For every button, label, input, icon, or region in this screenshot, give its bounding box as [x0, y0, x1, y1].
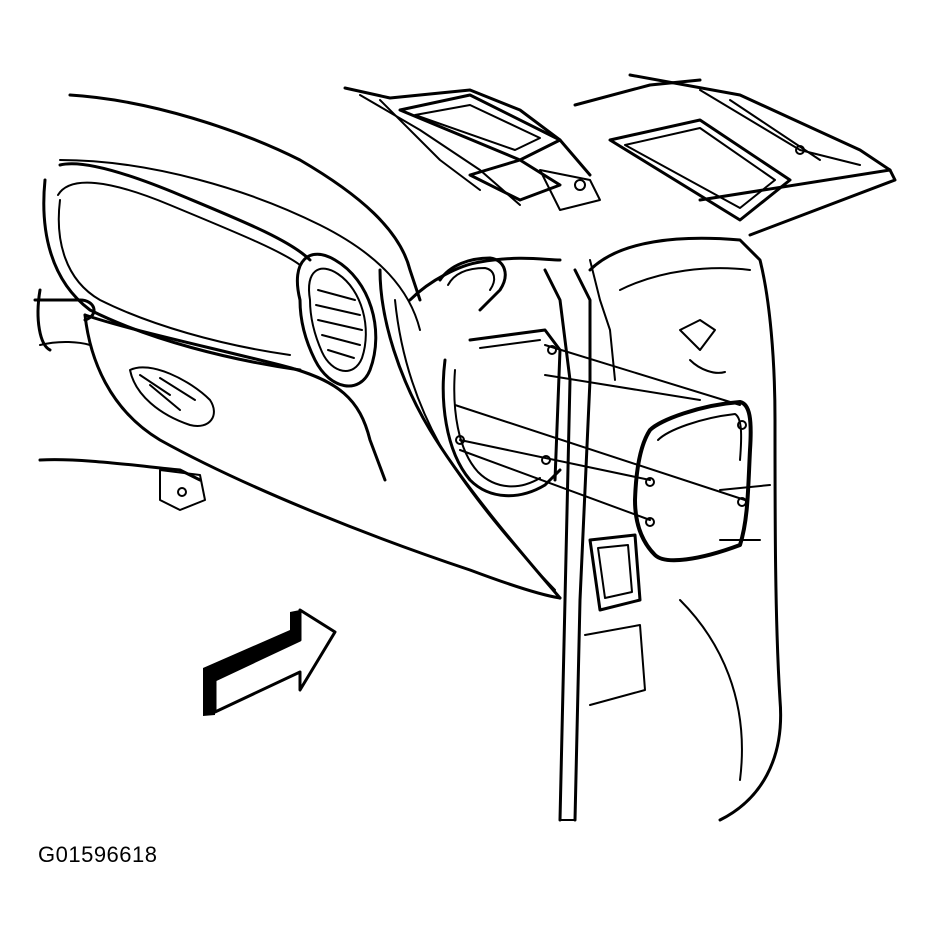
cowl-panel	[573, 73, 897, 237]
view-direction-arrow-icon	[203, 608, 337, 716]
alignment-lines	[454, 344, 746, 521]
upper-storage-bin	[42, 162, 312, 372]
center-stack-frame	[378, 256, 562, 600]
side-pocket-opening	[441, 328, 562, 498]
knee-bolster	[33, 288, 206, 511]
glove-box-door	[83, 313, 562, 600]
instrument-panel-top	[59, 86, 592, 331]
side-body-panel	[584, 236, 783, 822]
air-vent-round	[295, 252, 378, 388]
defroster-vent	[398, 93, 601, 211]
side-panel-cover	[633, 400, 753, 563]
figure-id-label: G01596618	[38, 842, 158, 867]
